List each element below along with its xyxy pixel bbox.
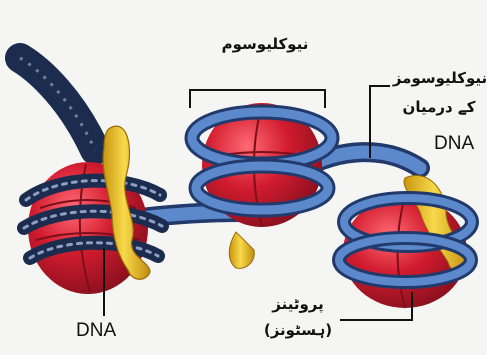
label-linker-dna: DNA <box>434 133 474 155</box>
nucleosome-center <box>192 103 332 268</box>
label-nucleosome: نیوکلیوسوم <box>205 32 325 56</box>
label-dna: DNA <box>76 320 116 342</box>
label-histones: (ہسٹونز) <box>258 318 338 342</box>
label-proteins: پروٹینز <box>262 292 334 316</box>
nucleosome-right <box>339 176 472 308</box>
label-linker-urdu-1: نیوکلیوسومز <box>390 66 487 90</box>
incoming-dna <box>20 58 95 150</box>
label-linker-urdu-2: کے درمیان <box>392 95 486 119</box>
